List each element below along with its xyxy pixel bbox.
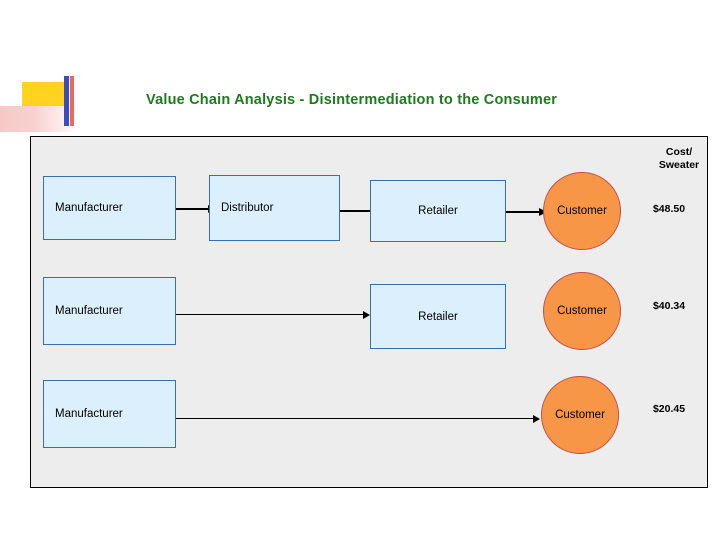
row-3-arrow-manufacturer-to-customer [176, 414, 540, 423]
row-3-price: $20.45 [652, 403, 686, 415]
row-1-manufacturer-box[interactable]: Manufacturer [43, 176, 176, 240]
row-1-manufacturer-label: Manufacturer [55, 202, 123, 214]
yellow-block-icon [22, 82, 64, 108]
row-1-customer-circle[interactable]: Customer [543, 172, 621, 250]
row-1-distributor-label: Distributor [221, 202, 274, 214]
blue-bar-icon [64, 76, 69, 126]
row-1-price: $48.50 [652, 203, 686, 215]
row-2-retailer-box[interactable]: Retailer [370, 284, 506, 349]
row-1-retailer-box[interactable]: Retailer [370, 180, 506, 242]
decorative-corner-graphic [0, 68, 90, 132]
row-1-distributor-box[interactable]: Distributor [209, 175, 340, 241]
row-2-customer-label: Customer [557, 305, 607, 317]
row-1-retailer-label: Retailer [418, 205, 458, 217]
row-3-manufacturer-box[interactable]: Manufacturer [43, 380, 176, 448]
row-3-manufacturer-label: Manufacturer [55, 408, 123, 420]
row-2-price: $40.34 [652, 300, 686, 312]
row-3-customer-label: Customer [555, 409, 605, 421]
cost-header-line-1: Cost/ [665, 146, 693, 158]
page-title: Value Chain Analysis - Disintermediation… [146, 92, 558, 108]
cost-column-header: Cost/ Sweater [648, 146, 710, 172]
row-2-retailer-label: Retailer [418, 310, 458, 323]
row-3-customer-circle[interactable]: Customer [541, 376, 619, 454]
row-2-arrow-manufacturer-to-retailer [176, 310, 370, 319]
row-1-arrow-retailer-to-customer [506, 208, 548, 217]
cost-header-line-2: Sweater [658, 159, 700, 171]
row-2-manufacturer-label: Manufacturer [55, 305, 123, 317]
row-1-customer-label: Customer [557, 205, 607, 217]
row-2-customer-circle[interactable]: Customer [543, 272, 621, 350]
red-bar-icon [70, 76, 74, 126]
row-2-manufacturer-box[interactable]: Manufacturer [43, 277, 176, 345]
